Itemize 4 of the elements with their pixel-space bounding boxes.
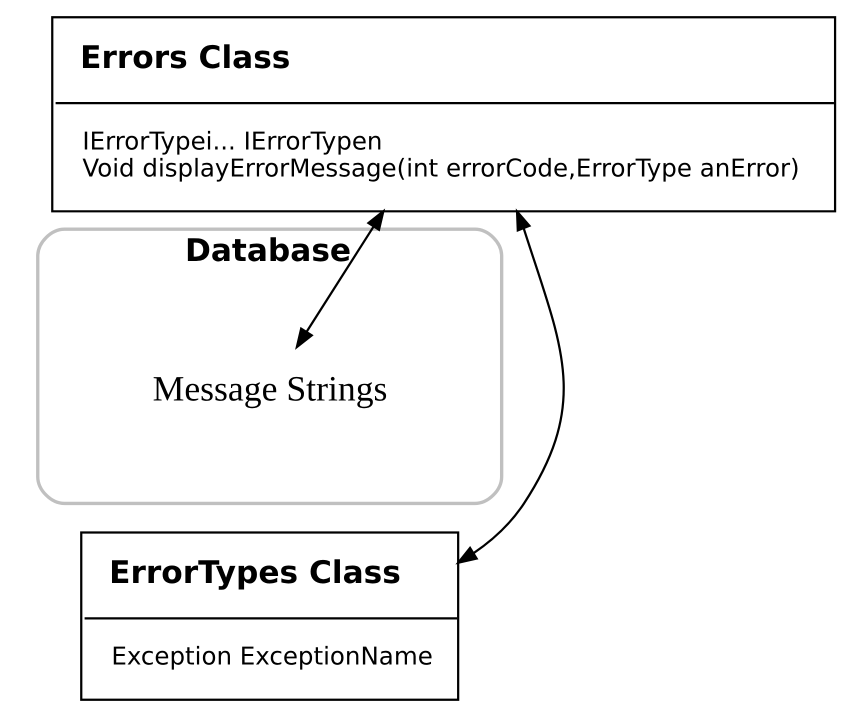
node-text: Message Strings (152, 368, 388, 408)
arrow (455, 208, 565, 565)
arrow (295, 208, 386, 350)
node-box: Errors Class IErrorTypei... IErrorTypen Void displayErrorMessage(int errorCode,ErrorType anError) (51, 16, 836, 212)
